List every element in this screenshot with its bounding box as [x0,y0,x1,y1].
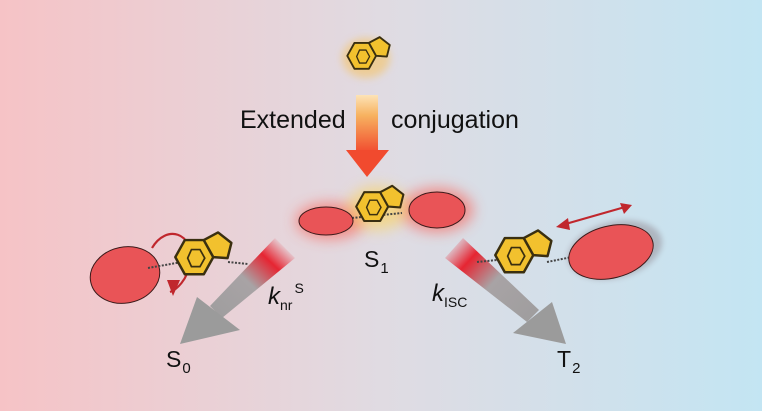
t2-main: T [557,346,572,372]
top-molecule [342,36,391,78]
knr-sub: nr [280,297,293,313]
t2-label: T2 [557,346,580,377]
kisc-sub: ISC [444,294,468,310]
s1-molecule [296,184,473,239]
right-vibrating-molecule [476,203,663,280]
left-rotating-molecule [89,231,249,304]
extended-label: Extended [240,106,346,134]
isc-arrow [445,238,566,344]
knr-label: knrS [268,280,304,313]
s1-label: S1 [364,246,389,277]
s0-main: S [166,346,182,372]
knr-sup: S [294,280,304,296]
t2-sub: 2 [572,360,581,377]
nonradiative-decay-arrow [180,238,295,344]
s1-sub: 1 [380,260,389,277]
conjugation-arrow [346,95,389,177]
knr-main: k [268,283,280,310]
s0-sub: 0 [182,360,191,377]
kisc-main: k [432,280,444,307]
conjugation-label: conjugation [391,106,519,134]
s1-main: S [364,246,380,272]
s0-label: S0 [166,346,191,377]
kisc-label: kISC [432,280,467,310]
